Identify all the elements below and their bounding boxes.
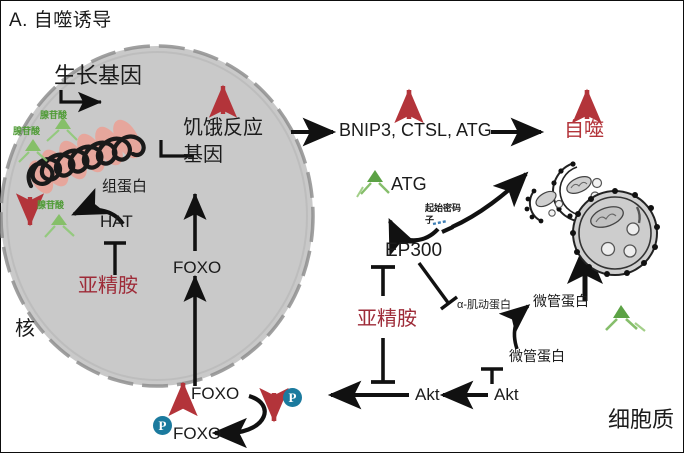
nucleus-membrane xyxy=(1,46,313,386)
chromatin-histone-complex xyxy=(26,119,146,194)
start-codon-marker xyxy=(432,219,448,226)
growth-genes-label: 生长基因 xyxy=(54,63,143,88)
panel-label: A. 自噬诱导 xyxy=(9,10,112,31)
hat-label: HAT xyxy=(100,212,133,231)
acetyl-group-top xyxy=(46,117,78,142)
ep300-actin-bar xyxy=(439,295,459,311)
autophagosome xyxy=(570,188,660,277)
acetyl-bottom-label: 腺苷酸 xyxy=(37,200,65,210)
phospho-badge-akt: P xyxy=(283,388,302,407)
acetyl-group-bottom xyxy=(44,214,75,238)
arrow-ep300-to-atg xyxy=(388,217,440,257)
arrow-foxo-dephosphorylation xyxy=(211,393,267,449)
acetyl-top-label: 腺苷酸 xyxy=(40,110,68,120)
acetyl-group-tubulin xyxy=(605,305,646,332)
starvation-genes-bracket xyxy=(159,140,194,158)
acetyl-group-left xyxy=(18,139,48,163)
start-codon-label-line2: 子 xyxy=(425,215,435,225)
starvation-genes-label-line1: 饥饿反应 xyxy=(183,117,263,139)
phagophore-fragment xyxy=(524,188,564,224)
foxo-phospho-label: FOXO xyxy=(173,424,222,443)
akt-right-label: Akt xyxy=(494,385,519,404)
ep300-label: EP300 xyxy=(385,240,443,261)
acetyl-group-atg xyxy=(356,170,390,198)
ep300-actin-stem xyxy=(417,261,451,306)
histone-label: 组蛋白 xyxy=(102,178,148,195)
alpha-actin-label: α-肌动蛋白 xyxy=(457,299,512,311)
foxo-nuclear-entry-label: FOXO xyxy=(191,384,240,403)
arrow-translation-to-autophagosome xyxy=(451,171,529,229)
start-codon-label-line1: 起始密码 xyxy=(425,203,462,213)
starvation-genes-label-line2: 基因 xyxy=(183,144,223,166)
nucleus-compartment-label: 核 xyxy=(15,318,35,340)
phospho-badge-foxo: P xyxy=(153,416,172,435)
foxo-nucleus-label: FOXO xyxy=(173,258,222,277)
atg-label: ATG xyxy=(391,174,427,194)
tubulin-label: 微管蛋白 xyxy=(509,348,565,364)
acetyl-left-label: 腺苷酸 xyxy=(13,126,41,136)
tubulin-acetylated-label: 微管蛋白 xyxy=(533,293,589,309)
autophagy-label: 自噬 xyxy=(564,119,604,141)
arrow-tubulin-acetylation xyxy=(498,304,531,350)
autophagy-targets-label: BNIP3, CTSL, ATG xyxy=(339,120,492,140)
spermidine-nucleus-label: 亚精胺 xyxy=(78,275,138,297)
cytoplasm-compartment-label: 细胞质 xyxy=(608,407,675,432)
spermidine-cytoplasm-label: 亚精胺 xyxy=(357,308,417,330)
hat-curved-arrow xyxy=(71,188,125,226)
akt-left-label: Akt xyxy=(415,385,440,404)
